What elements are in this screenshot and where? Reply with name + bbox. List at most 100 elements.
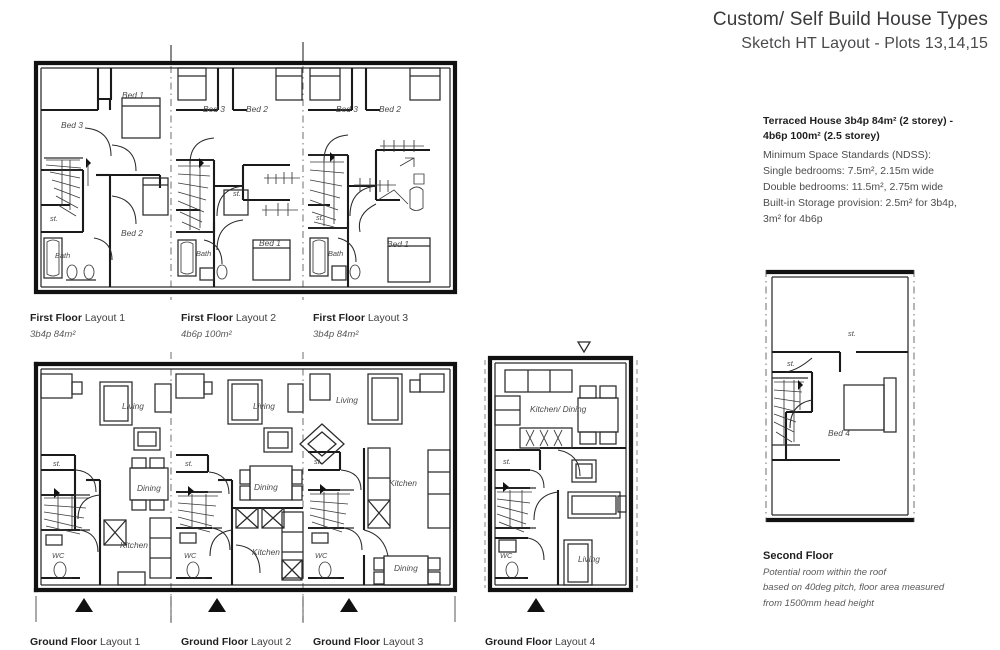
room-label-wc: WC [315,551,328,560]
room-label-bed1: Bed 1 [122,90,144,100]
door-swing [337,237,357,263]
room-label-wc: WC [52,551,65,560]
second-floor-line-0: Potential room within the roof [763,567,887,578]
title-block: Custom/ Self Build House Types Sketch HT… [713,8,988,55]
outer-wall [487,355,634,593]
caption-rest: Layout 3 [380,636,424,648]
partition [495,486,530,530]
room-label-kitchen-dining: Kitchen/ Dining [530,404,587,414]
dining-furniture-unit-2 [239,465,303,501]
room-label-storage-upper: st. [848,329,856,338]
room-label-bed2: Bed 2 [246,104,268,114]
bathroom-fittings-unit-2 [177,239,228,281]
room-label-dining: Dining [394,563,418,573]
spec-line-3: Built-in Storage provision: 2.5m² for 3b… [763,197,957,210]
entrance-triangle [340,598,358,612]
dining-furniture-unit-1 [129,457,169,511]
room-label-living: Living [336,395,358,405]
staircase-second-floor [772,377,808,446]
ground-floor-unit-3: Living Kitchen Dining WC st. [299,373,451,586]
kitchen-units-unit-3 [367,447,451,529]
room-label-living: Living [253,401,275,411]
door-swing [216,185,244,217]
room-label-living: Living [122,401,144,411]
room-label-storage: st. [53,459,61,468]
second-floor-line-2: from 1500mm head height [763,597,874,609]
caption-ground-floor-4: Ground Floor Layout 4 [485,632,595,650]
spec-heading-line-1: Terraced House 3b4p 84m² (2 storey) - [763,115,954,127]
living-furniture-unit-4 [563,459,627,586]
room-label-dining: Dining [137,483,161,493]
sanitary-fittings-unit-2 [262,172,300,216]
second-floor-heading: Second Floor [763,550,834,562]
caption-area: 3b4p 84m² [313,329,359,340]
sheet-title: Custom/ Self Build House Types [712,9,988,30]
room-label-bed3: Bed 3 [61,120,83,130]
kitchen-units-unit-4 [494,369,573,449]
caption-bold: Ground Floor [30,636,98,648]
staircase-gf-2 [176,486,222,533]
sanitary-fittings-unit-3 [354,140,425,211]
door-swing [527,537,545,561]
room-label-wc: WC [184,551,197,560]
wc-fittings-unit-4 [498,539,524,579]
staircase-gf-3 [308,484,354,533]
door-swing [93,237,113,261]
caption-bold: First Floor [313,312,365,324]
door-swing [189,137,215,165]
bathroom-fittings-unit-3 [309,237,361,281]
storage-partition [176,453,210,474]
room-label-kitchen: Kitchen [120,540,148,550]
partition [41,68,100,112]
spec-heading-line-2: 4b6p 100m² (2.5 storey) [763,130,880,143]
bathroom-fittings-unit-1 [43,237,96,281]
caption-rest: Layout 2 [248,636,292,648]
caption-bold: First Floor [181,312,233,324]
entrance-markers [35,596,545,622]
door-swing [84,127,112,157]
room-label-storage: st. [503,457,511,466]
door-swing [216,219,244,251]
door-swing [340,469,362,491]
door-swing [203,239,223,265]
door-swing [235,544,261,574]
kitchen-units-unit-1 [103,517,172,586]
spec-line-2: Double bedrooms: 11.5m², 2.75m wide [763,181,944,194]
door-swing [75,469,97,493]
entrance-triangle [527,598,545,612]
partition [231,68,247,112]
door-swing [349,185,377,217]
caption-area: 4b6p 100m² [181,329,232,340]
partition [308,68,354,112]
specification-notes: Terraced House 3b4p 84m² (2 storey) - 4b… [763,114,993,228]
room-label-storage: st. [50,214,58,223]
bed-furniture-unit-2 [177,67,303,281]
door-swing [358,203,377,233]
room-label-kitchen: Kitchen [252,547,280,557]
room-label-storage: st. [316,213,324,222]
room-label-bath: Bath [196,249,211,258]
bed-furniture-unit-3 [309,67,441,283]
door-swing [529,469,545,489]
staircase-gf-1 [41,488,90,535]
caption-bold: Ground Floor [313,636,381,648]
caption-rest: Layout 1 [81,312,126,324]
partition [364,68,380,112]
inner-wall-face [771,276,909,516]
storage-cupboard [223,189,249,216]
ground-floor-unit-2: Living Dining Kitchen WC st. [175,373,304,585]
partition [176,208,214,234]
wc-fittings-unit-1 [45,534,72,579]
caption-rest: Layout 1 [97,636,141,648]
room-label-storage: st. [185,459,193,468]
dining-furniture-unit-4 [577,385,619,445]
wc-fittings-unit-2 [179,532,206,579]
caption-bold: Ground Floor [181,636,249,648]
room-label-bed2: Bed 2 [379,104,401,114]
room-label-living: Living [578,554,600,564]
door-swing [533,491,559,521]
door-swing [111,144,137,172]
caption-first-floor-2: First Floor Layout 2 4b6p 100m² [181,308,276,340]
outer-wall [33,60,458,295]
